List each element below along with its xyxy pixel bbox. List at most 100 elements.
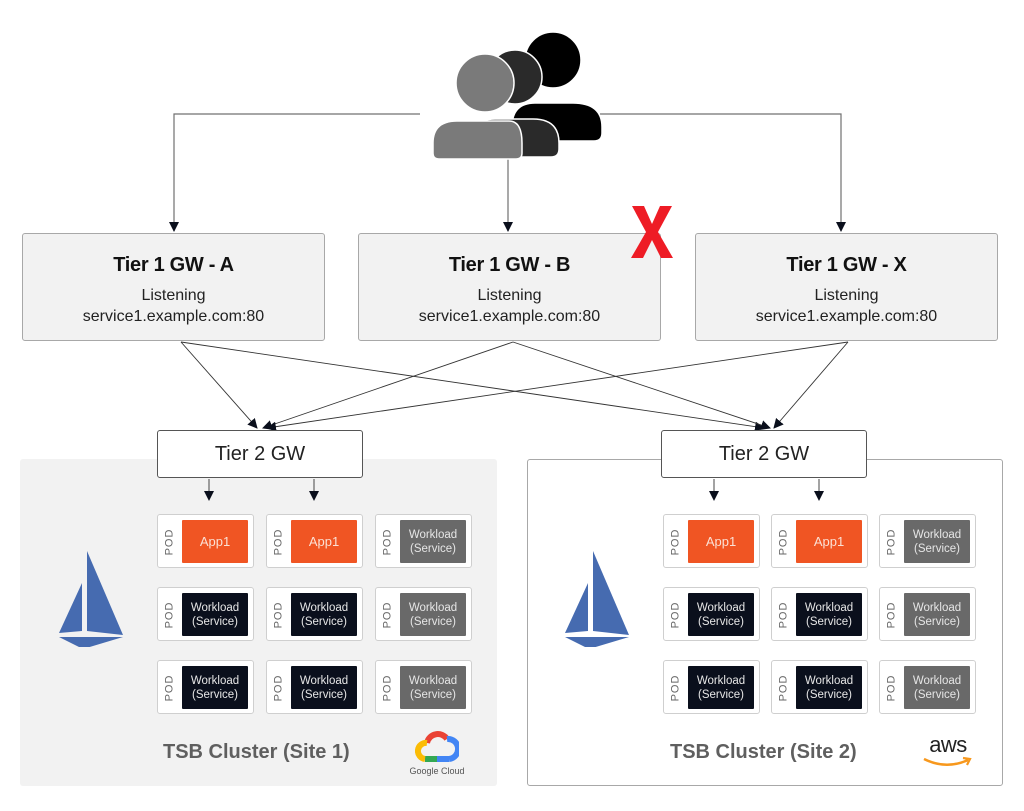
pod-label-text: POD xyxy=(163,528,175,556)
pod-label: POD xyxy=(159,661,179,715)
aws-label: aws xyxy=(929,732,967,757)
container-name: Workload xyxy=(190,601,240,614)
workload-container: Workload(Service) xyxy=(796,666,862,709)
pod-label-text: POD xyxy=(669,674,681,702)
container-name: App1 xyxy=(705,533,737,549)
pod-label-text: POD xyxy=(163,601,175,629)
container-type: (Service) xyxy=(300,615,347,628)
app-container: App1 xyxy=(291,520,357,563)
pod-label-text: POD xyxy=(885,674,897,702)
google-cloud-label: Google Cloud xyxy=(409,766,465,776)
container-name: Workload xyxy=(804,601,854,614)
tier1-gateway-b: Tier 1 GW - B Listening service1.example… xyxy=(358,233,661,341)
gateway-host: service1.example.com:80 xyxy=(82,308,265,325)
pod-label: POD xyxy=(881,515,901,569)
pod-label: POD xyxy=(268,661,288,715)
container-name: App1 xyxy=(199,533,231,549)
container-name: App1 xyxy=(308,533,340,549)
google-cloud-logo: Google Cloud xyxy=(407,729,467,781)
container-name: Workload xyxy=(190,674,240,687)
pod-label-text: POD xyxy=(163,674,175,702)
pod-label-text: POD xyxy=(777,674,789,702)
container-name: Workload xyxy=(696,601,746,614)
container-name: Workload xyxy=(912,528,962,541)
container-name: App1 xyxy=(813,533,845,549)
workload-container: Workload(Service) xyxy=(904,666,970,709)
container-type: (Service) xyxy=(913,542,960,555)
pod-card: POD Workload(Service) xyxy=(879,660,976,714)
pod-label: POD xyxy=(268,588,288,642)
cluster-title-site-2: TSB Cluster (Site 2) xyxy=(670,741,857,763)
pod-label-text: POD xyxy=(381,601,393,629)
workload-container: Workload(Service) xyxy=(291,593,357,636)
container-name: Workload xyxy=(299,674,349,687)
red-x-icon xyxy=(631,206,673,258)
pod-label-text: POD xyxy=(381,674,393,702)
pod-label-text: POD xyxy=(669,601,681,629)
pod-label-text: POD xyxy=(885,601,897,629)
container-type: (Service) xyxy=(191,688,238,701)
gateway-status: Listening xyxy=(141,287,206,304)
container-type: (Service) xyxy=(409,688,456,701)
container-name: Workload xyxy=(804,674,854,687)
workload-container: Workload(Service) xyxy=(904,593,970,636)
pod-label: POD xyxy=(881,588,901,642)
workload-container: Workload(Service) xyxy=(904,520,970,563)
container-type: (Service) xyxy=(805,615,852,628)
workload-container: Workload(Service) xyxy=(688,593,754,636)
aws-smile-icon xyxy=(923,756,972,766)
workload-container: Workload(Service) xyxy=(182,666,248,709)
gateway-status: Listening xyxy=(814,287,879,304)
pod-card: POD App1 xyxy=(266,514,363,568)
cluster-title-site-1: TSB Cluster (Site 1) xyxy=(163,741,350,763)
pod-label: POD xyxy=(377,661,397,715)
pod-card: POD Workload(Service) xyxy=(663,660,760,714)
container-name: Workload xyxy=(912,674,962,687)
edge-t1x-to-t2-site1 xyxy=(266,341,849,432)
pod-label: POD xyxy=(377,588,397,642)
workload-container: Workload(Service) xyxy=(688,666,754,709)
istio-sail-logo xyxy=(59,551,123,647)
pod-card: POD Workload(Service) xyxy=(663,587,760,641)
container-name: Workload xyxy=(696,674,746,687)
container-type: (Service) xyxy=(697,615,744,628)
pod-card: POD Workload(Service) xyxy=(771,587,868,641)
pod-card: POD Workload(Service) xyxy=(266,587,363,641)
pod-label-text: POD xyxy=(777,528,789,556)
gateway-host: service1.example.com:80 xyxy=(755,308,938,325)
pod-card: POD App1 xyxy=(771,514,868,568)
tier1-gateway-x: Tier 1 GW - X Listening service1.example… xyxy=(695,233,998,341)
container-type: (Service) xyxy=(805,688,852,701)
pod-label-text: POD xyxy=(272,601,284,629)
tier2-gateway-site-2: Tier 2 GW xyxy=(661,430,867,478)
container-type: (Service) xyxy=(409,542,456,555)
pod-label: POD xyxy=(268,515,288,569)
pod-label-text: POD xyxy=(272,528,284,556)
pod-label-text: POD xyxy=(272,674,284,702)
container-type: (Service) xyxy=(913,615,960,628)
google-cloud-icon xyxy=(414,731,461,762)
pod-card: POD Workload(Service) xyxy=(157,587,254,641)
pod-label-text: POD xyxy=(381,528,393,556)
pod-label-text: POD xyxy=(777,601,789,629)
user-icon-front xyxy=(432,53,523,160)
pod-label: POD xyxy=(773,661,793,715)
container-name: Workload xyxy=(408,601,458,614)
app-container: App1 xyxy=(182,520,248,563)
istio-sail-logo xyxy=(565,551,629,647)
edge-t1b-to-t2-site2 xyxy=(512,341,771,430)
container-name: Workload xyxy=(299,601,349,614)
workload-container: Workload(Service) xyxy=(182,593,248,636)
edge-t1a-to-t2-site2 xyxy=(180,341,765,432)
gateway-status: Listening xyxy=(477,287,542,304)
pod-label: POD xyxy=(881,661,901,715)
pod-card: POD Workload(Service) xyxy=(879,587,976,641)
app-container: App1 xyxy=(796,520,862,563)
workload-container: Workload(Service) xyxy=(796,593,862,636)
pod-label: POD xyxy=(665,588,685,642)
pod-label: POD xyxy=(377,515,397,569)
workload-container: Workload(Service) xyxy=(400,520,466,563)
